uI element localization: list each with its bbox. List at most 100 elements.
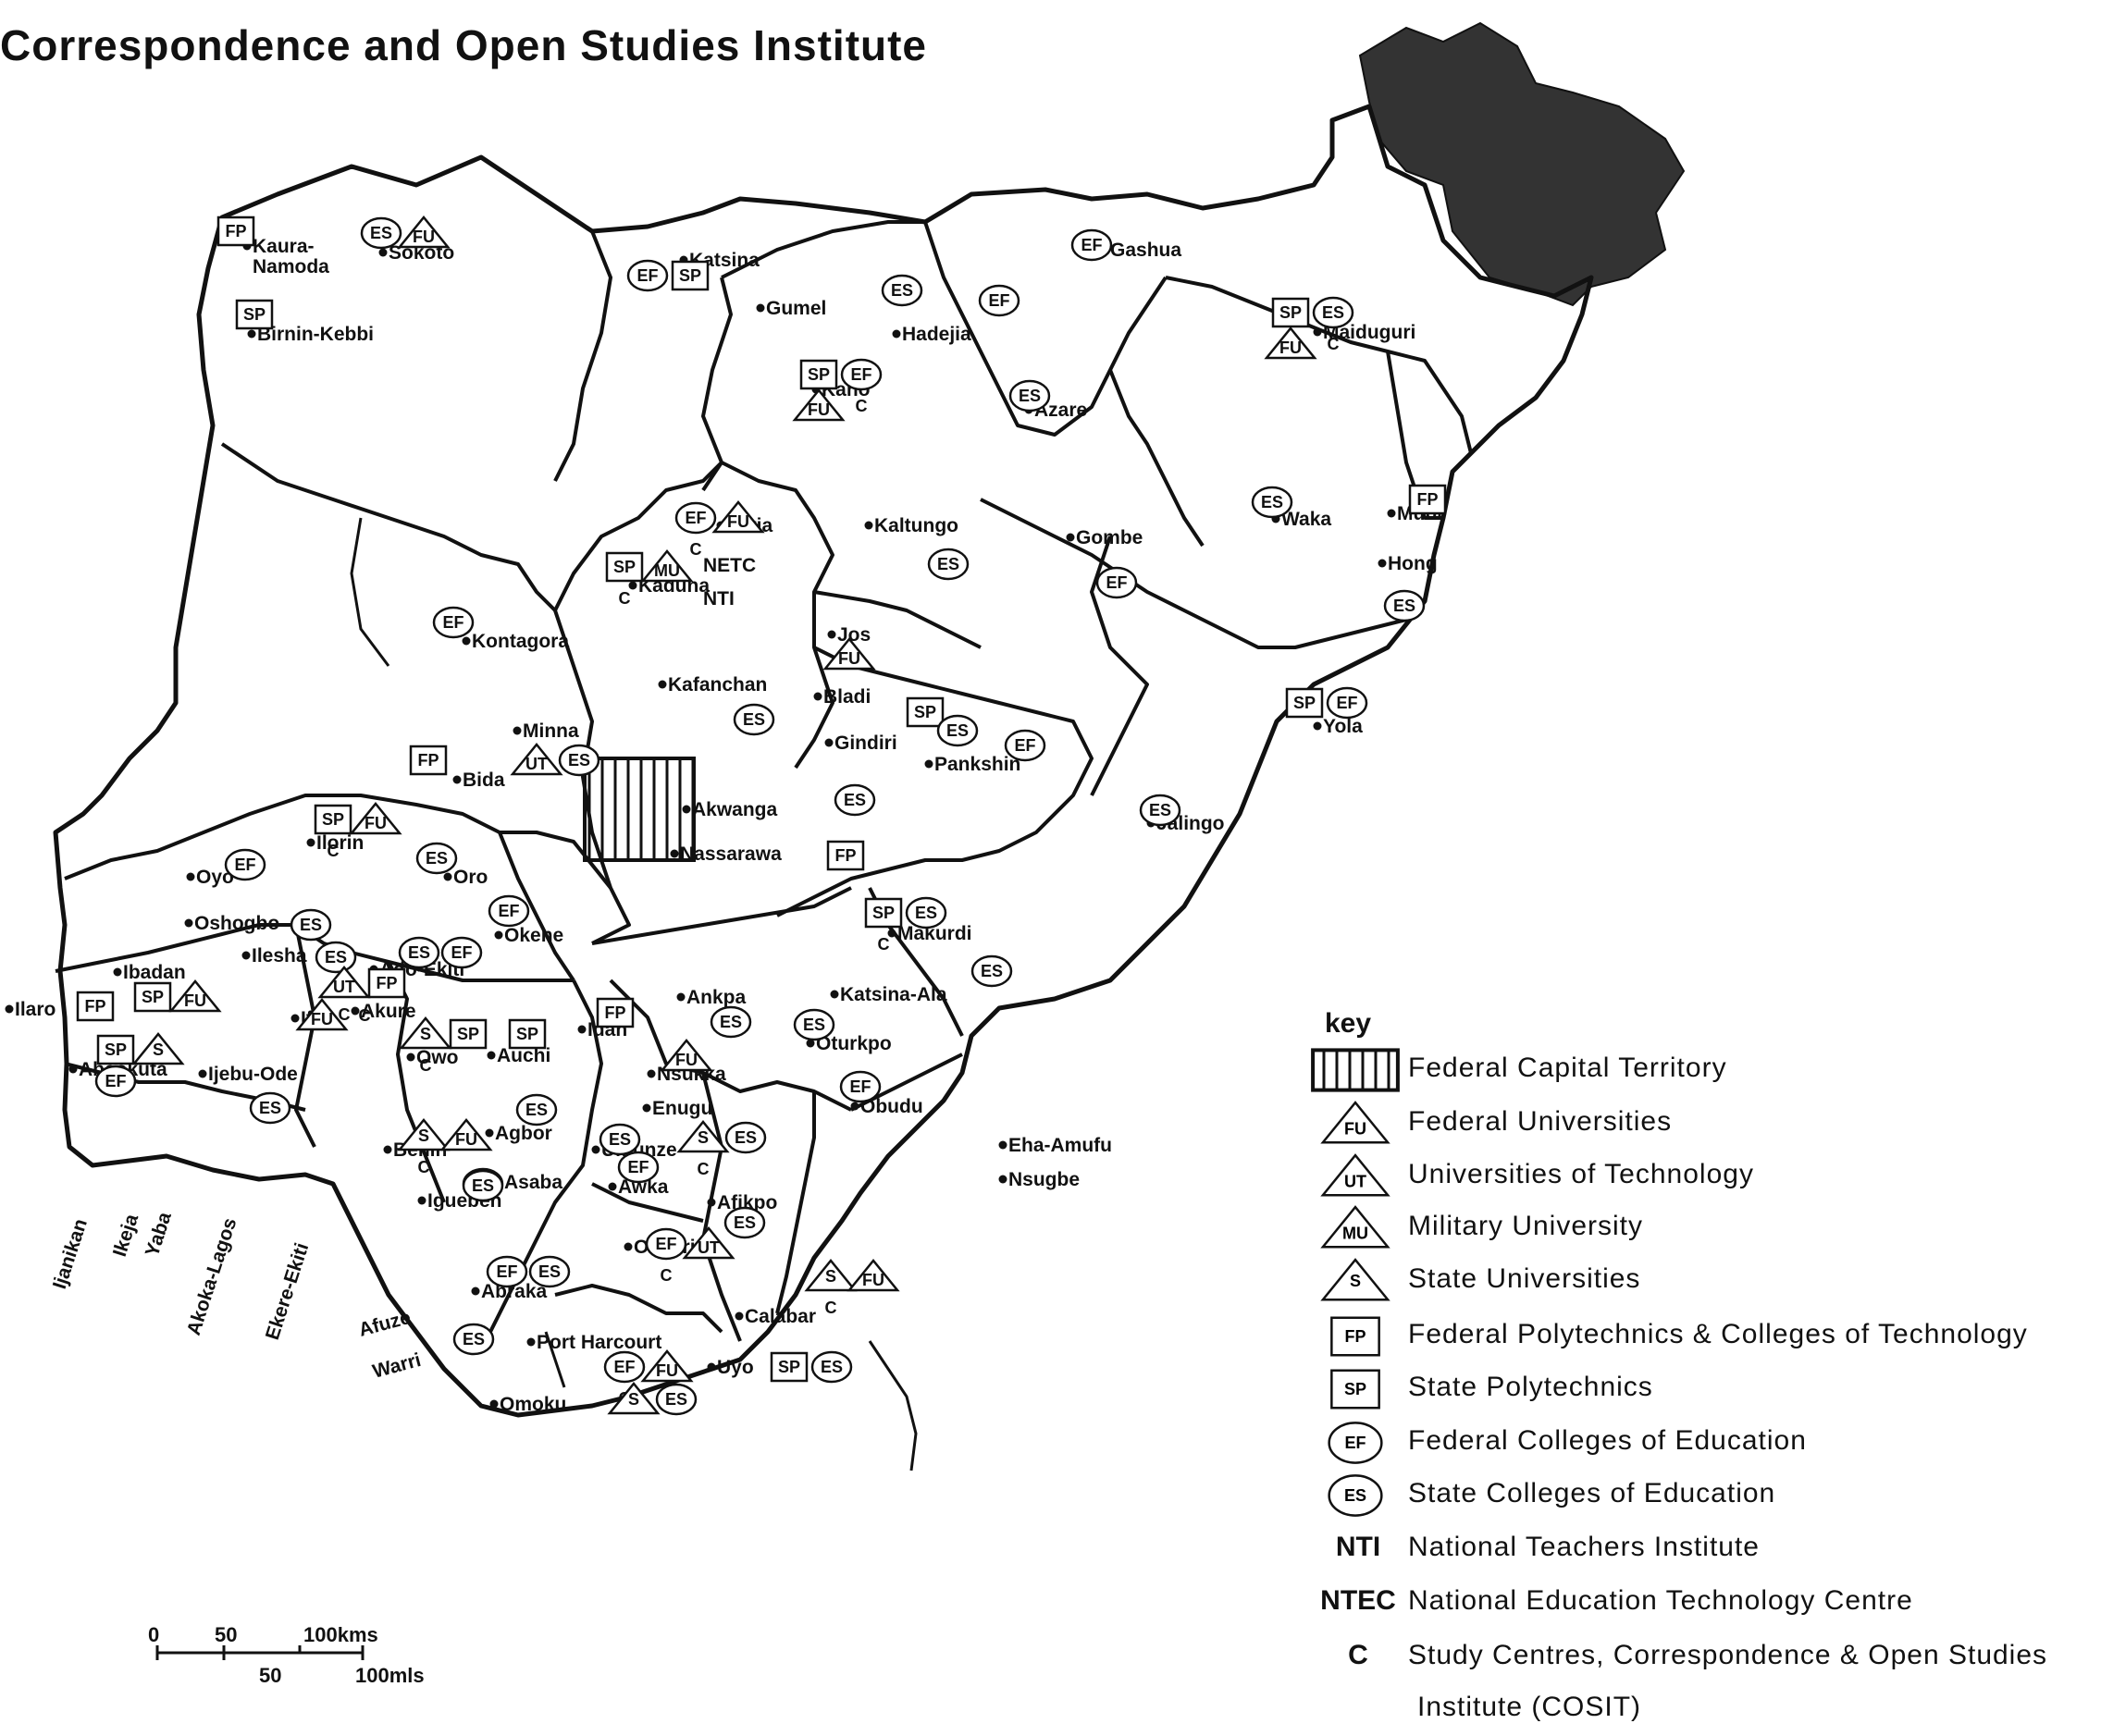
fu-symbol: FU <box>822 637 876 671</box>
svg-text:FP: FP <box>1344 1327 1366 1346</box>
fp-symbol: FP <box>596 997 635 1028</box>
svg-text:C: C <box>698 1160 710 1178</box>
fu-symbol: FU <box>1320 1101 1390 1144</box>
svg-text:ES: ES <box>743 710 765 729</box>
ut-symbol: UT <box>317 966 371 999</box>
es-symbol: ES <box>290 908 332 942</box>
city-dot <box>850 1102 859 1111</box>
s-symbol: S <box>607 1382 661 1415</box>
place-katsina-ala: Katsina-Ala ES <box>830 954 1013 1005</box>
c-symbol: C <box>856 397 868 415</box>
svg-text:EF: EF <box>655 1235 676 1253</box>
ef-symbol: EF <box>603 1350 646 1384</box>
svg-text:EF: EF <box>1014 736 1035 755</box>
svg-text:ES: ES <box>1344 1486 1366 1505</box>
svg-text:EF: EF <box>498 902 519 920</box>
fp-symbol: FP <box>826 840 865 871</box>
city-label: Kaura- <box>253 236 315 257</box>
city-dot <box>577 1025 587 1034</box>
city-dot <box>462 636 471 646</box>
es-symbol: ES <box>970 954 1013 988</box>
city-label: Oro <box>453 867 488 888</box>
c-symbol: C <box>619 589 631 608</box>
es-symbol: ES <box>1139 794 1181 827</box>
city-label: Minna <box>523 720 579 742</box>
city-label: Katsina-Ala <box>840 984 947 1005</box>
city-dot <box>813 692 822 701</box>
ef-symbol: EF <box>440 936 483 969</box>
fu-symbol: FU <box>1264 326 1317 360</box>
place-abeokuta: AbeokutaSPSEF <box>68 1032 185 1098</box>
legend-label: Military University <box>1408 1211 1644 1241</box>
sp-symbol: SP <box>1271 297 1310 328</box>
svg-text:EF: EF <box>451 943 472 962</box>
city-dot <box>406 1053 415 1062</box>
svg-text:FP: FP <box>84 997 105 1016</box>
city-dot <box>642 1103 651 1113</box>
ef-symbol: EF <box>978 284 1020 317</box>
legend-item-continued: Institute (COSIT) <box>1304 1686 2100 1736</box>
city-label: Oturkpo <box>816 1033 892 1054</box>
city-dot <box>827 630 836 639</box>
place-mubi: MubiFP <box>1387 484 1447 524</box>
legend-abbr: NTI <box>1335 1532 1381 1562</box>
city-dot <box>1378 559 1387 568</box>
city-label: Agbor <box>495 1123 552 1144</box>
city-label: Hong <box>1388 553 1438 574</box>
svg-text:UT: UT <box>1344 1172 1366 1190</box>
city-dot <box>526 1337 536 1347</box>
svg-text:FP: FP <box>834 846 856 865</box>
city-dot <box>824 738 834 747</box>
c-symbol: C <box>1328 335 1340 353</box>
mu-symbol: MU <box>640 549 694 583</box>
ut-symbol: UT <box>682 1226 735 1260</box>
rivers <box>350 517 918 1471</box>
sp-symbol: SP <box>314 804 352 835</box>
svg-text:ES: ES <box>300 916 322 934</box>
city-dot <box>198 1069 207 1078</box>
fu-symbol: FU <box>660 1039 713 1072</box>
legend-title: key <box>1325 1008 1372 1039</box>
city-dot <box>186 872 195 881</box>
es-symbol: ES <box>1383 589 1426 622</box>
place-akoka-lagos: Akoka-Lagos <box>183 1215 241 1338</box>
city-label: Ijanikan <box>49 1216 92 1291</box>
ef-symbol: EF <box>1328 1422 1383 1464</box>
fp-symbol: FP <box>1408 484 1447 515</box>
place-ekere-ekiti: Ekere-Ekiti <box>262 1240 313 1342</box>
ef-symbol: EF <box>626 259 669 292</box>
es-symbol: ES <box>415 842 458 875</box>
city-dot <box>624 1242 633 1251</box>
legend-label: Federal Universities <box>1408 1106 1673 1137</box>
place-ijanikan: Ijanikan <box>49 1216 92 1291</box>
ef-symbol: EF <box>617 1151 660 1184</box>
sp-symbol: SP <box>96 1034 135 1065</box>
svg-text:ES: ES <box>609 1130 631 1149</box>
svg-text:ES: ES <box>568 751 590 770</box>
svg-text:ES: ES <box>1261 493 1283 511</box>
ef-symbol: EF <box>432 606 475 639</box>
svg-text:ES: ES <box>720 1013 742 1031</box>
svg-text:FU: FU <box>413 228 435 246</box>
city-dot <box>306 838 315 847</box>
es-symbol: ES <box>515 1093 558 1127</box>
city-label: Gumel <box>766 298 826 319</box>
svg-text:FP: FP <box>1416 490 1438 509</box>
svg-text:ES: ES <box>1393 597 1415 615</box>
svg-text:SP: SP <box>914 703 936 721</box>
